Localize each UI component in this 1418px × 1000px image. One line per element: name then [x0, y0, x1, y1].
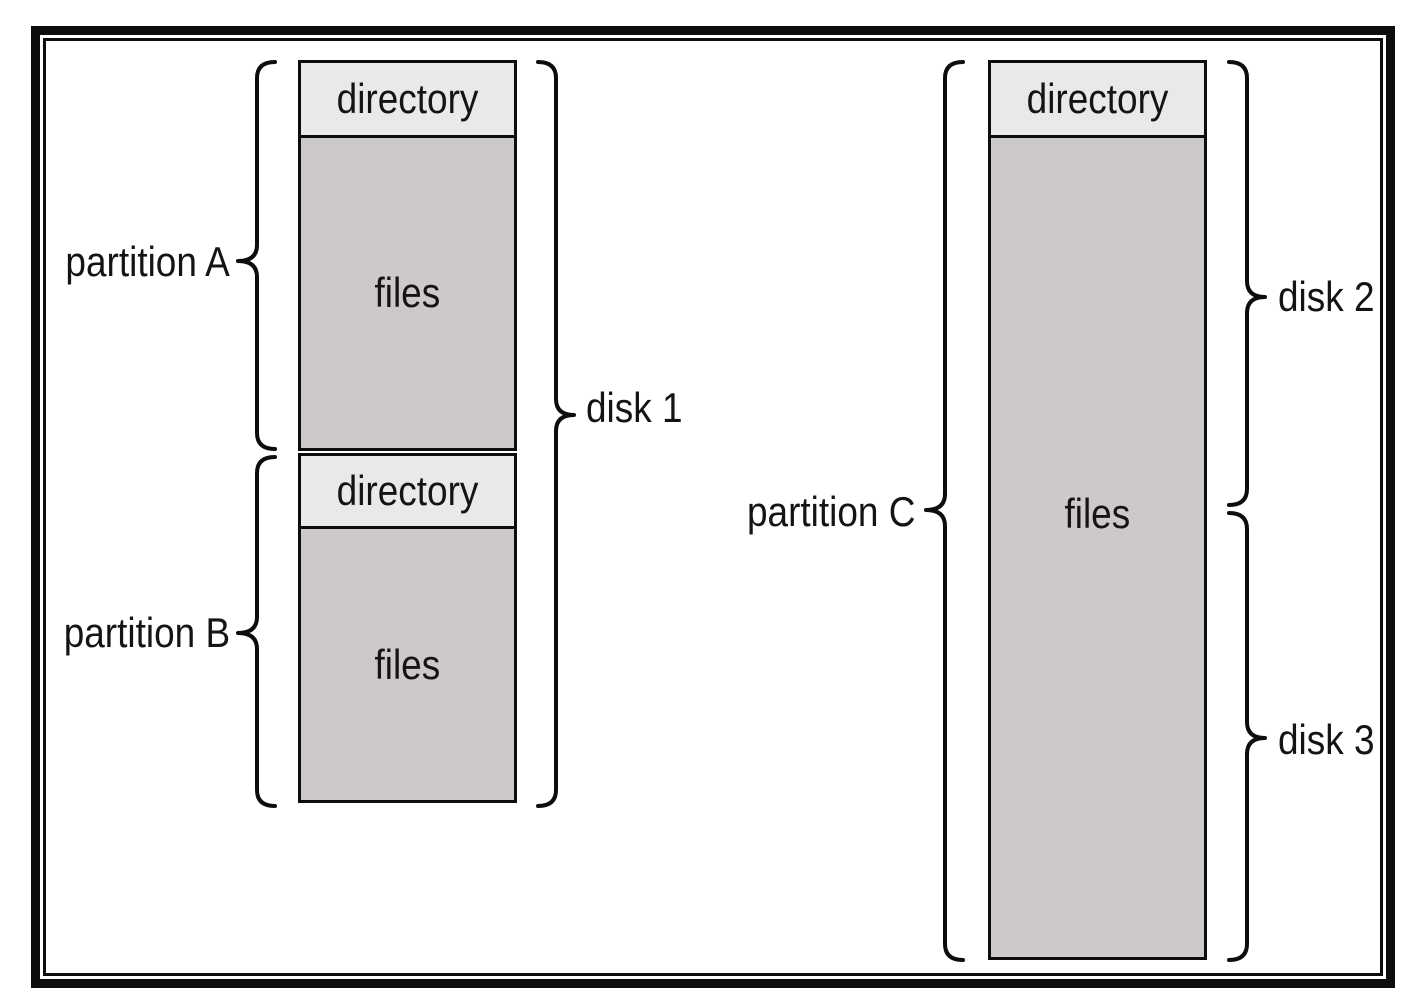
disk-1-label-text: disk 1	[586, 384, 683, 431]
disk-3-label: disk 3	[1278, 718, 1408, 762]
partition-b-label: partition B	[28, 611, 230, 655]
partition-c-directory-section: directory	[991, 63, 1204, 138]
partition-b-box: directory files	[298, 453, 517, 803]
partition-c-box: directory files	[988, 60, 1207, 960]
disk-2-label-text: disk 2	[1278, 273, 1375, 320]
partition-a-label-text: partition A	[65, 238, 230, 285]
partition-a-files-section: files	[301, 138, 514, 448]
disk-2-label: disk 2	[1278, 275, 1408, 319]
disk-1-label: disk 1	[586, 386, 806, 430]
partition-b-directory-label: directory	[336, 467, 479, 514]
partition-c-files-label: files	[1064, 489, 1131, 537]
partition-a-directory-label: directory	[336, 75, 479, 122]
partition-c-label-text: partition C	[746, 488, 915, 535]
partition-c-directory-label: directory	[1026, 75, 1169, 122]
partition-b-files-label: files	[374, 640, 441, 688]
partition-a-files-label: files	[374, 269, 441, 316]
figure-frame-inner-line	[43, 38, 1383, 976]
partition-b-directory-section: directory	[301, 456, 514, 529]
partition-a-directory-section: directory	[301, 63, 514, 138]
partition-b-label-text: partition B	[63, 609, 230, 656]
partition-b-files-section: files	[301, 529, 514, 800]
partition-a-label: partition A	[28, 240, 230, 284]
partition-a-box: directory files	[298, 60, 517, 451]
partition-c-label: partition C	[713, 490, 915, 534]
partition-c-files-section: files	[991, 138, 1204, 957]
figure-frame	[31, 26, 1395, 988]
disk-3-label-text: disk 3	[1278, 716, 1375, 763]
